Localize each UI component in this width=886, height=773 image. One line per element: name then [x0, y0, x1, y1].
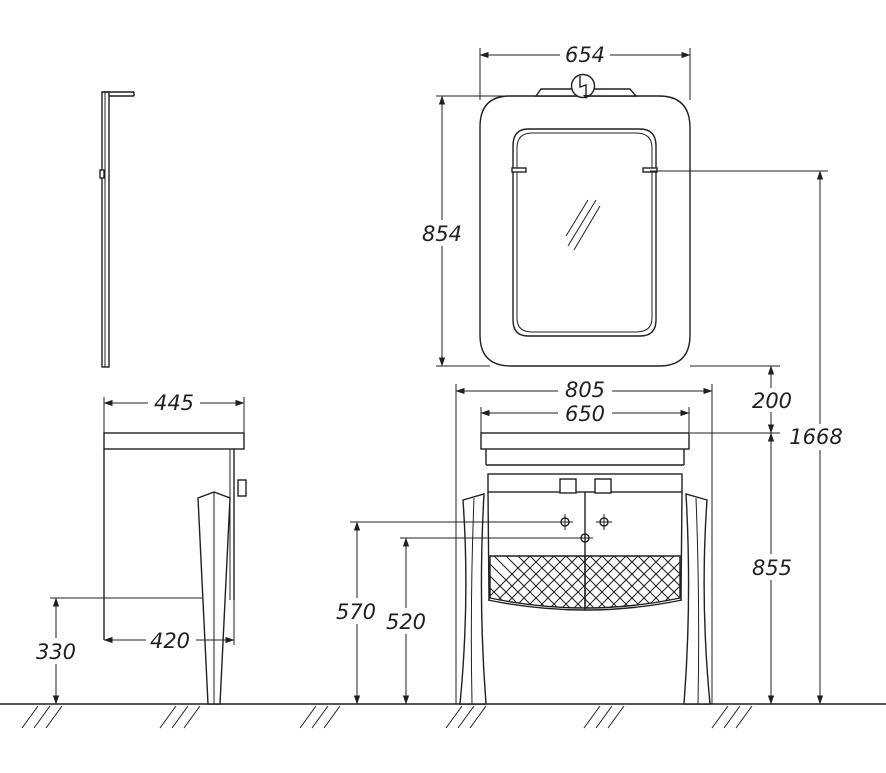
dim-drain-height: 520 [382, 537, 585, 705]
tap-marker-right [596, 514, 612, 530]
label-total-height: 1668 [789, 425, 842, 449]
label-basin-width: 650 [565, 402, 605, 426]
dim-mirror-height: 854 [418, 95, 510, 367]
label-vanity-height: 855 [752, 556, 792, 580]
dim-side-drain: 330 [32, 597, 202, 705]
label-depth-bottom: 420 [150, 629, 190, 653]
label-mirror-gap: 200 [752, 389, 792, 413]
front-leg-left [459, 493, 487, 705]
label-tap-height: 570 [336, 600, 376, 624]
power-symbol-icon [570, 73, 596, 99]
top-rail [487, 473, 683, 493]
front-mirror [479, 73, 691, 367]
side-handle [237, 479, 247, 497]
dim-mirror-width: 654 [479, 42, 691, 100]
dim-depth-top: 445 [103, 390, 245, 433]
countertop [480, 432, 690, 450]
label-drain-height: 520 [386, 610, 426, 634]
side-mirror [99, 91, 135, 368]
label-mirror-width: 654 [565, 43, 605, 67]
floor-line [0, 703, 886, 729]
label-mirror-height: 854 [422, 222, 462, 246]
label-side-drain-height: 330 [36, 640, 76, 664]
front-leg-right [683, 493, 711, 705]
mirror-clip-left [511, 167, 527, 173]
side-vanity [103, 432, 247, 705]
dim-basin-width: 650 [480, 400, 690, 433]
dim-depth-bottom: 420 [103, 600, 235, 653]
mirror-clip-right [642, 167, 658, 173]
floor-hatching [21, 705, 753, 729]
dim-tap-height: 570 [332, 521, 565, 705]
dim-right-group: 200 855 1668 [650, 170, 850, 705]
label-vanity-width: 805 [565, 378, 605, 402]
mirror-hatch-icon [565, 199, 601, 251]
mirror-glass [512, 128, 657, 337]
front-vanity [459, 432, 711, 705]
label-depth-top: 445 [154, 391, 194, 415]
dim-vanity-width: 805 [455, 377, 713, 704]
